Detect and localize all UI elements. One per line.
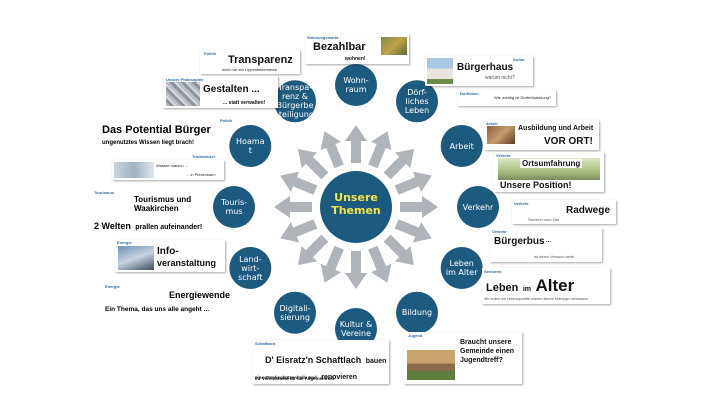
node-label-kultur-vereine: Kultur &Vereine (334, 320, 378, 338)
clipping-ausbildung: Arbeit Ausbildung und Arbeit VOR ORT! (484, 120, 599, 150)
node-bildung (396, 291, 438, 334)
node-label-line: Leben (404, 105, 430, 115)
arrow-9 (320, 245, 344, 283)
clipping-gestalten: Unsere Philosophie Gestalten ... ... sta… (163, 76, 278, 108)
arrow-0 (345, 125, 367, 163)
node-label-line: Bürgerbe (276, 101, 314, 111)
clipping-buergerbus: Verkehr Bürgerbus ... ist einen Versuch … (490, 228, 602, 262)
node-label-line: raum (345, 85, 367, 94)
node-label-line: Leben (449, 259, 474, 268)
node-label-line: Touris- (220, 198, 248, 207)
node-label-line: Bildung (401, 308, 433, 318)
node-label-line: mus (225, 207, 243, 216)
node-label-line: im Alter (445, 268, 478, 277)
node-kultur-vereine (335, 308, 377, 350)
node-tourismus (213, 186, 255, 228)
center-circle (320, 171, 392, 243)
node-label-transparenz: Transpa-renz &Bürgerbe-teiligung (273, 83, 317, 119)
node-label-line: -teiligung (276, 110, 314, 120)
node-leben-im-alter (440, 247, 483, 289)
clipping-schaftlach: Schaftlach D' Eisratz'n Schaftlach bauen… (253, 340, 389, 384)
building-photo (427, 58, 453, 84)
node-digitalisierung (274, 291, 316, 334)
arrow-11 (280, 219, 318, 243)
node-label-line: Kultur & (339, 320, 373, 329)
node-label-digitalisierung: Digitali-sierung (273, 304, 317, 322)
clipping-radwege: Verkehr Radwege Sicherer zum Ziel (512, 200, 616, 224)
clipping-transparenz: Politik Transparenz nicht nur ein Lippen… (200, 50, 300, 74)
node-label-bildung: Bildung (395, 308, 439, 317)
node-wohnraum (335, 64, 377, 106)
workshop-photo (487, 126, 515, 144)
node-label-line: Hoama (236, 137, 265, 146)
arrow-10 (298, 234, 329, 265)
arrow-1 (368, 131, 392, 169)
clipping-bezahlbar: Wohnungsmarkt Bezahlbar wohnen! (305, 34, 409, 64)
node-doerfliches-leben (396, 80, 438, 123)
arrow-2 (383, 149, 414, 180)
clipping-buergerhaus: Kultur Bürgerhaus warum nicht? (425, 56, 533, 86)
node-label-arbeit: Arbeit (440, 142, 484, 151)
arrow-ring (274, 125, 438, 289)
node-verkehr (457, 186, 499, 228)
arrow-7 (368, 245, 392, 283)
node-label-line: Land- (239, 254, 262, 264)
node-landwirtschaft (229, 247, 272, 289)
arrow-12 (274, 196, 312, 218)
house-photo (381, 37, 407, 55)
node-label-line: Wohn- (343, 76, 369, 85)
clipping-potential: Politik Das Potential Bürger ungenutztes… (102, 118, 233, 146)
arrow-4 (400, 196, 438, 218)
node-label-line: Transpa- (277, 83, 312, 93)
clipping-wasser: Trinkwasser Wasser marsch ... ... in Pie… (112, 154, 224, 180)
crowd-photo (166, 82, 200, 106)
node-label-line: sierung (280, 312, 310, 322)
node-label-line: wirt- (241, 263, 260, 273)
arrow-14 (298, 149, 329, 180)
node-label-line: renz & (281, 92, 309, 102)
node-label-line: Arbeit (449, 141, 474, 151)
clipping-dorfentwicklung: Dorfleben Wie wichtig ist Dorfentwicklun… (458, 90, 556, 106)
node-arbeit (440, 125, 483, 167)
arrow-6 (383, 234, 414, 265)
youth-building-photo (407, 350, 455, 380)
arrow-3 (394, 171, 432, 195)
arrow-8 (345, 251, 367, 289)
theme-nodes (213, 64, 499, 350)
node-hoamat (229, 125, 272, 167)
node-label-line: schaft (238, 272, 263, 282)
node-label-line: Verkehr (462, 202, 494, 212)
clipping-jugendtreff: Jugend Braucht unsere Gemeinde einen Jug… (404, 332, 522, 384)
clipping-info: Energie Info- veranstaltung (115, 240, 225, 272)
arrow-5 (394, 219, 432, 243)
node-label-line: Digitali- (279, 303, 311, 313)
center-label: Unsere Themen (331, 191, 381, 217)
clipping-ortsumfahrung: Verkehr Ortsumfahrung Unsere Position! (494, 152, 604, 192)
node-label-landwirtschaft: Land-wirt-schaft (228, 255, 272, 282)
node-label-tourismus: Touris-mus (212, 198, 256, 216)
node-label-wohnraum: Wohn-raum (334, 76, 378, 94)
node-label-verkehr: Verkehr (456, 203, 500, 212)
clipping-leben-im-alter: Senioren Leben im Alter Wir wollen die L… (482, 268, 610, 304)
node-transparenz (274, 80, 316, 123)
water-photo (114, 162, 154, 178)
arrow-15 (320, 131, 344, 169)
arrow-13 (280, 171, 318, 195)
node-label-line: liches (405, 96, 429, 106)
solar-photo (118, 246, 154, 270)
node-label-line: t (248, 146, 252, 155)
node-label-line: Vereine (340, 329, 372, 338)
node-label-line: Dörf- (407, 87, 427, 97)
